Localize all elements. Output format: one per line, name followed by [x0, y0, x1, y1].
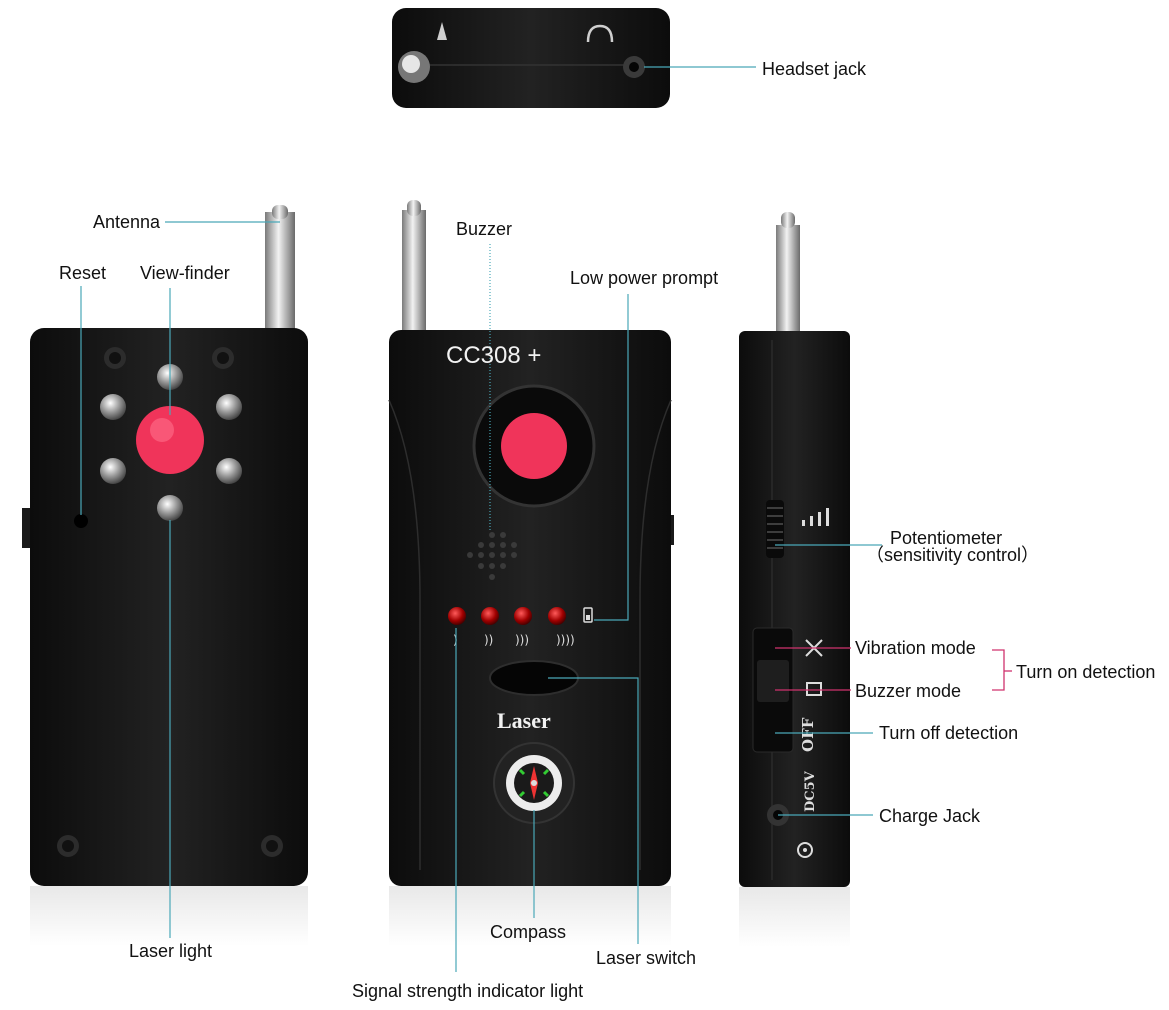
low-power-prompt-label: Low power prompt — [570, 268, 719, 288]
signal-4-icon: )))) — [556, 633, 575, 647]
reset-label: Reset — [59, 263, 107, 283]
top-view-device — [392, 8, 670, 108]
buzzer-label: Buzzer — [456, 219, 513, 239]
mode-bracket — [775, 647, 1012, 691]
front-view-device: ) )) ))) )))) — [388, 200, 674, 946]
power-polarity-icon — [797, 842, 813, 858]
signal-2-icon: )) — [484, 633, 493, 647]
side-view-device: OFF DC5V — [739, 212, 850, 947]
headphone-icon — [586, 24, 614, 43]
buzzer-icon — [806, 682, 822, 696]
signal-3-icon: ))) — [515, 633, 529, 647]
battery-icon — [583, 607, 593, 623]
laser-light-label: Laser light — [129, 941, 213, 961]
turn-off-detection-label: Turn off detection — [879, 723, 1019, 743]
buzzer-mode-label: Buzzer mode — [855, 681, 962, 701]
potentiometer-label: Potentiometer — [890, 528, 1003, 548]
model-print: CC308 + — [446, 342, 542, 369]
signal-1-icon: ) — [453, 633, 458, 647]
leader-lines — [80, 66, 882, 972]
laser-switch-label: Laser switch — [596, 948, 697, 968]
speaker-grille — [467, 532, 517, 580]
dc-print: DC5V — [803, 770, 818, 812]
antenna-symbol-icon — [437, 22, 447, 40]
charge-jack-label: Charge Jack — [879, 806, 981, 826]
view-finder-label: View-finder — [140, 263, 230, 283]
back-view-device — [22, 205, 308, 946]
vibration-mode-label: Vibration mode — [855, 638, 976, 658]
antenna-label: Antenna — [93, 212, 161, 232]
compass-label: Compass — [490, 922, 567, 942]
headset-jack-label: Headset jack — [762, 59, 867, 79]
signal-strength-label: Signal strength indicator light — [352, 981, 584, 1001]
laser-print: Laser — [497, 708, 551, 733]
off-print: OFF — [799, 717, 817, 752]
turn-on-detection-label: Turn on detection — [1016, 662, 1156, 682]
sensitivity-control-label: （sensitivity control） — [866, 545, 1040, 565]
